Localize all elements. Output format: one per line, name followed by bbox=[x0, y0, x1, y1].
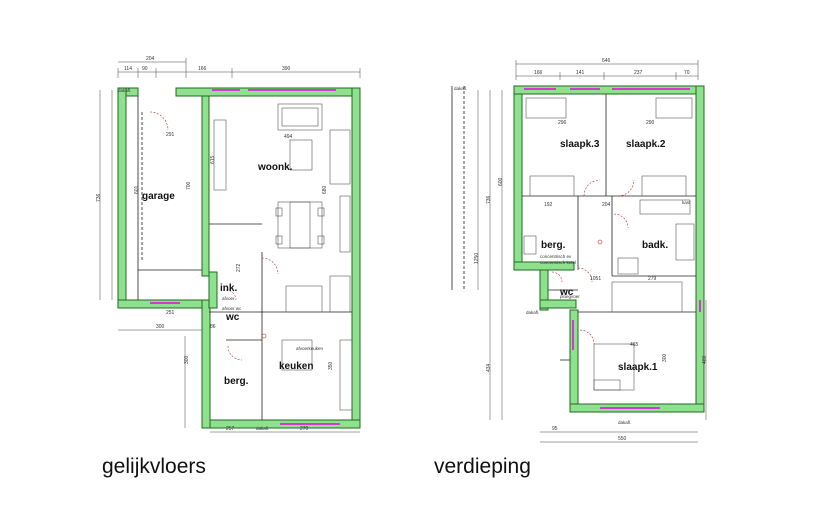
dim-bottom-1: 270 bbox=[300, 426, 309, 432]
up-dim-inner-0: 296 bbox=[558, 120, 567, 126]
room-bed2: slaapk.2 bbox=[626, 139, 666, 150]
up-dim-top-3: 237 bbox=[634, 70, 643, 76]
up-dim-top-4: 70 bbox=[684, 70, 690, 76]
up-dim-inner-6: 465 bbox=[630, 342, 639, 348]
dim-mid-1: 300 bbox=[156, 324, 165, 330]
dim-left-1: 601 bbox=[134, 185, 140, 194]
up-note-dakafl-3: dakafl. bbox=[618, 420, 631, 425]
dim-inner-4: 680 bbox=[322, 185, 328, 194]
up-dim-inner-4: 279 bbox=[648, 276, 657, 282]
caption-upper-floor: verdieping bbox=[434, 455, 531, 478]
up-note-kast: kast bbox=[682, 200, 691, 205]
room-living: woonk. bbox=[257, 162, 293, 173]
up-dim-top-2: 141 bbox=[576, 70, 585, 76]
upper-dimension-lines bbox=[477, 60, 707, 443]
up-dim-inner-5: 1051 bbox=[590, 276, 601, 282]
dim-top-3: 166 bbox=[198, 66, 207, 72]
room-garage: garage bbox=[142, 191, 175, 202]
ground-dimension-lines bbox=[99, 58, 361, 433]
dim-top-4: 390 bbox=[282, 66, 291, 72]
dim-inner-1: 494 bbox=[284, 134, 293, 140]
dim-mid-2: 86 bbox=[210, 324, 216, 330]
room-ink: ink. bbox=[220, 283, 237, 294]
note-afvoerkeuken: afvoerkeuken bbox=[296, 346, 324, 351]
room-bath: badk. bbox=[642, 240, 668, 251]
room-bed3: slaapk.3 bbox=[560, 139, 600, 150]
dim-inner-5: 272 bbox=[236, 263, 242, 272]
room-upper-storage: berg. bbox=[541, 240, 566, 251]
dim-top-2: 90 bbox=[142, 66, 148, 72]
dim-inner-0: 291 bbox=[166, 132, 175, 138]
up-note-dakafl-2: dakafl. bbox=[526, 310, 539, 315]
ground-floor-plan: 204 114 90 166 390 291 494 615 700 680 2… bbox=[96, 56, 361, 433]
note-afvoer-wc: afvoer wc bbox=[222, 306, 242, 311]
room-wc: wc bbox=[225, 312, 240, 323]
upper-furniture bbox=[523, 97, 695, 391]
upper-room-labels: slaapk.3 slaapk.2 berg. badk. wc slaapk.… bbox=[541, 139, 668, 373]
dim-mid-0: 251 bbox=[166, 310, 175, 316]
dim-left-0: 736 bbox=[96, 193, 102, 202]
ground-doors bbox=[149, 111, 279, 361]
room-bed1: slaapk.1 bbox=[618, 362, 658, 373]
upper-notes: dakafl. dakafl. dakafl. kast concentrisc… bbox=[454, 86, 691, 425]
up-dim-left-1: 1250 bbox=[474, 253, 480, 264]
ground-dimension-labels: 204 114 90 166 390 291 494 615 700 680 2… bbox=[96, 56, 334, 432]
upper-windows bbox=[524, 88, 701, 409]
up-note-ploegvoer: ploegvoer bbox=[560, 294, 580, 299]
up-dim-inner-2: 192 bbox=[544, 202, 553, 208]
room-upper-wc: wc bbox=[559, 287, 574, 298]
upper-doors bbox=[551, 179, 635, 345]
up-dim-bottom-0: 95 bbox=[552, 426, 558, 432]
dim-top-1: 114 bbox=[124, 66, 132, 72]
room-kitchen: keuken bbox=[279, 361, 313, 372]
upper-dimension-labels: 646 166 141 237 70 296 290 192 204 279 1… bbox=[474, 58, 708, 442]
dim-inner-2: 615 bbox=[210, 155, 216, 164]
caption-ground-floor: gelijkvloers bbox=[102, 455, 206, 478]
up-dim-top-0: 646 bbox=[602, 58, 611, 64]
room-storage: berg. bbox=[224, 376, 249, 387]
dim-kitchen-0: 300 bbox=[184, 355, 190, 364]
up-dim-right-1: 400 bbox=[702, 355, 708, 364]
up-dim-bottom-1: 550 bbox=[618, 436, 627, 442]
ground-room-labels: garage woonk. ink. wc keuken berg. bbox=[142, 162, 313, 387]
note-dakafl-2: dakafl. bbox=[256, 426, 269, 431]
ground-furniture bbox=[213, 103, 353, 411]
up-note-concentric-2: concentrisch ketel bbox=[540, 260, 576, 265]
up-note-dakafl-1: dakafl. bbox=[454, 86, 467, 91]
note-afvoer: afvoer bbox=[222, 296, 235, 301]
dim-top-0: 204 bbox=[146, 56, 155, 62]
up-dim-left-3: 600 bbox=[498, 177, 504, 186]
up-dim-top-1: 166 bbox=[534, 70, 543, 76]
upper-floor-plan: 646 166 141 237 70 296 290 192 204 279 1… bbox=[451, 58, 708, 443]
ground-partitions bbox=[137, 96, 352, 420]
ground-notes: dakafl. dakafl. afvoerkeuken afvoer wc a… bbox=[118, 88, 324, 431]
up-dim-left-0: 736 bbox=[486, 195, 492, 204]
up-dim-inner-3: 204 bbox=[602, 202, 611, 208]
up-dim-inner-1: 290 bbox=[646, 120, 655, 126]
dim-inner-3: 700 bbox=[186, 181, 192, 190]
dim-kitchen-1: 350 bbox=[328, 361, 334, 370]
dim-bottom-0: 257 bbox=[226, 426, 235, 432]
note-dakafl-1: dakafl. bbox=[118, 88, 131, 93]
up-dim-left-2: 434 bbox=[486, 363, 492, 372]
ground-windows bbox=[150, 89, 340, 425]
up-note-concentric-1: concentrisch ev bbox=[540, 254, 572, 259]
up-dim-right-0: 300 bbox=[662, 353, 668, 362]
